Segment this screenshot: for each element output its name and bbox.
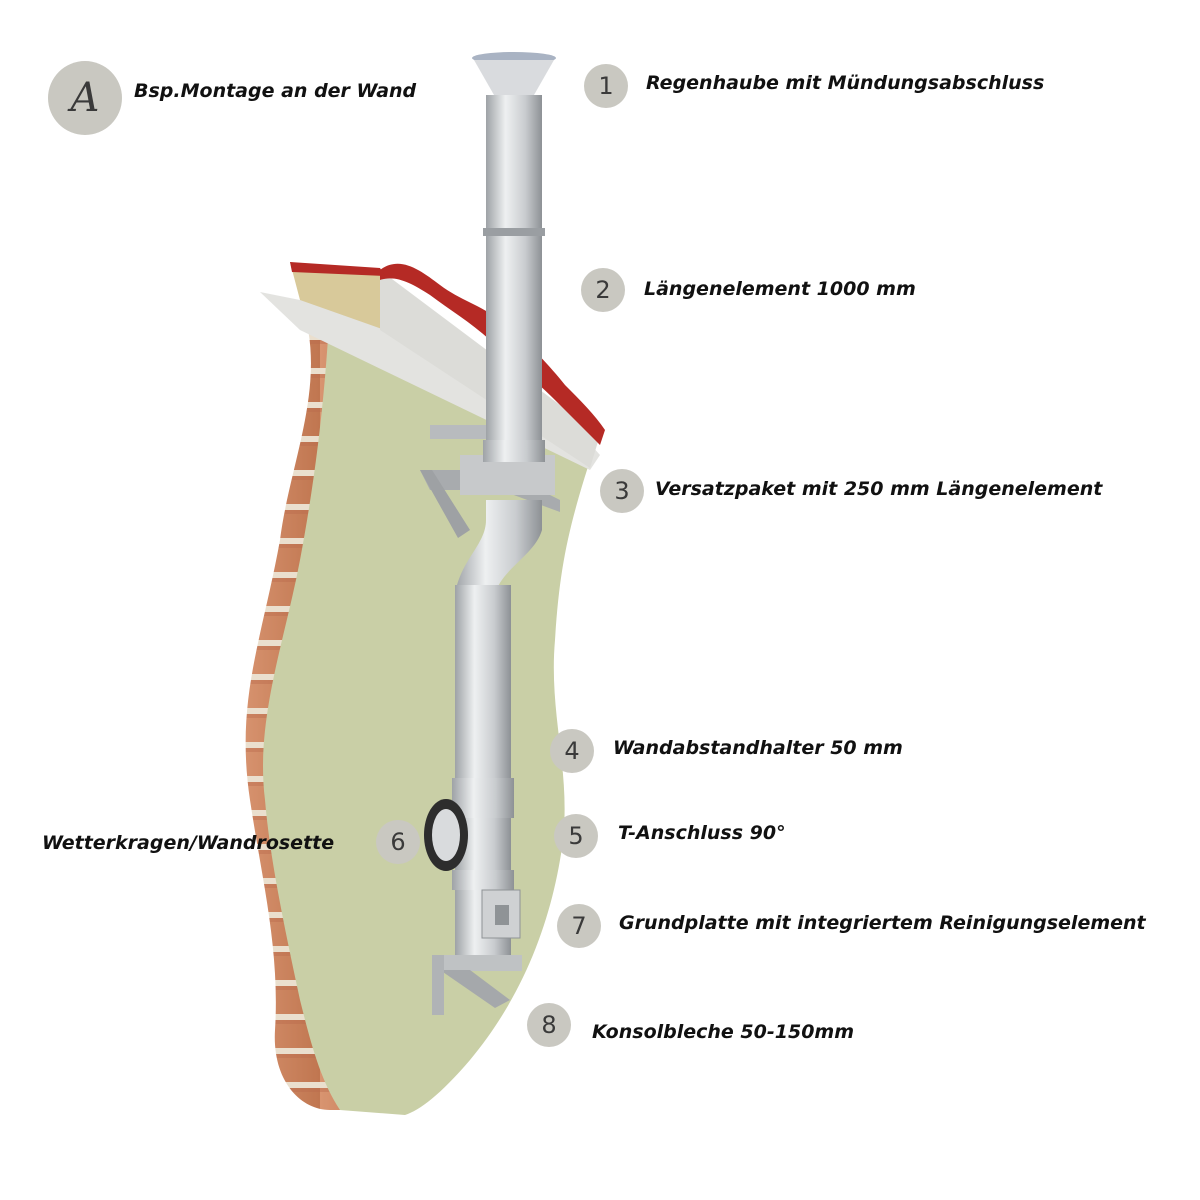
cleaning-element xyxy=(481,889,521,939)
callout-badge-1: 1 xyxy=(584,64,628,108)
callout-label-4: Wandabstandhalter 50 mm xyxy=(613,737,903,759)
callout-badge-4: 4 xyxy=(550,729,594,773)
callout-label-8: Konsolbleche 50-150mm xyxy=(592,1021,855,1043)
callout-badge-3: 3 xyxy=(600,469,644,513)
callout-label-2: Längenelement 1000 mm xyxy=(644,278,916,300)
lower-bracket xyxy=(432,955,522,1015)
callout-badge-6: 6 xyxy=(376,820,420,864)
callout-label-3: Versatzpaket mit 250 mm Längenelement xyxy=(655,478,1103,500)
callout-badge-2: 2 xyxy=(581,268,625,312)
callout-label-7: Grundplatte mit integriertem Reinigungse… xyxy=(619,912,1146,934)
t-connector xyxy=(424,799,468,871)
callout-label-5: T-Anschluss 90° xyxy=(618,822,786,844)
diagram-title: Bsp.Montage an der Wand xyxy=(134,80,417,102)
callout-badge-7: 7 xyxy=(557,904,601,948)
callout-badge-5: 5 xyxy=(554,814,598,858)
callout-label-6: Wetterkragen/Wandrosette xyxy=(42,832,335,854)
callout-label-1: Regenhaube mit Mündungsabschluss xyxy=(646,72,1045,94)
diagram-badge: A xyxy=(48,61,122,135)
callout-badge-8: 8 xyxy=(527,1003,571,1047)
